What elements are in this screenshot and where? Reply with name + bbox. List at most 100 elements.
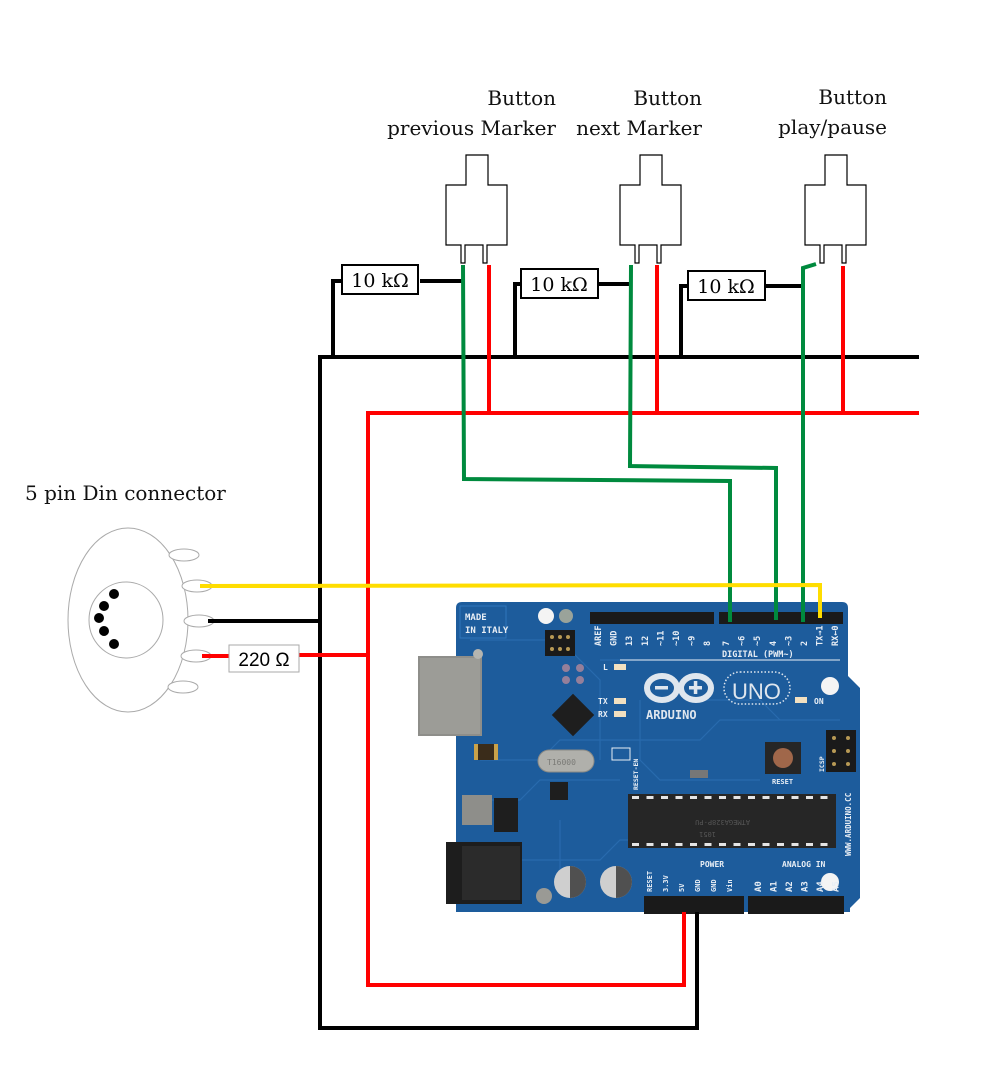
push-button-2[interactable]: [619, 154, 682, 264]
din-connector: [67, 527, 215, 713]
led-on: [795, 697, 807, 703]
din-connector-label: 5 pin Din connector: [25, 481, 226, 505]
digital-pin-label: 4: [769, 641, 779, 646]
made-in-italy-frame: [459, 605, 507, 639]
mounting-post: [559, 609, 573, 623]
power-bus-wire: [366, 411, 919, 987]
power-pin-label: 3.3V: [662, 874, 670, 892]
crystal-label: T16000: [547, 758, 576, 767]
resistor-1-label: 10 kΩ: [351, 270, 408, 292]
digital-pin-label: ~11: [656, 631, 666, 646]
power-pin-label: RESET: [646, 871, 654, 892]
push-button-3[interactable]: [804, 154, 867, 264]
small-ic: [550, 782, 568, 800]
din-pin: [99, 626, 109, 636]
button2-signal-wire: [627, 264, 778, 620]
din-pin: [99, 601, 109, 611]
din-pin: [94, 613, 104, 623]
digital-label: DIGITAL (PWM~): [722, 650, 794, 660]
chip-code: 1051: [699, 830, 716, 838]
resistor-220: 220 Ω: [228, 644, 300, 673]
button-play-subtitle: play/pause: [778, 115, 887, 139]
resistor2-ground-wire: [513, 282, 522, 357]
icsp-label: ICSP: [818, 756, 826, 772]
atmega-chip: ATMEGA328P-PU 1051: [628, 794, 836, 848]
analog-pin-label: A2: [785, 881, 795, 892]
power-pin-label: GND: [710, 879, 718, 892]
reset-button[interactable]: RESET: [765, 742, 801, 786]
push-button-1[interactable]: [445, 154, 508, 264]
brand-label: ARDUINO: [646, 708, 697, 722]
buttons: [445, 154, 867, 264]
status-leds: L TX RX ON: [598, 663, 824, 719]
resistor3-ground-wire: [679, 284, 689, 357]
italy-label: IN ITALY: [465, 626, 509, 636]
din-pin: [109, 589, 119, 599]
digital-pin-label: 8: [703, 641, 713, 646]
reset-en-label: RESET-EN: [632, 759, 640, 790]
analog-pin-label: A0: [754, 881, 764, 892]
digital-pin-label: 12: [641, 636, 651, 646]
digital-pin-label: AREF: [594, 626, 604, 646]
power-pin-label: GND: [694, 879, 702, 892]
led-on-label: ON: [814, 697, 824, 706]
analog-pin-label: A3: [801, 881, 811, 892]
capacitor: [600, 866, 632, 898]
button-previous-subtitle: previous Marker: [387, 116, 556, 140]
button-body[interactable]: [804, 154, 867, 264]
digital-pin-label: ~10: [672, 631, 682, 646]
analog-pin-label: A5: [832, 881, 842, 892]
model-label: UNO: [732, 679, 781, 704]
crystal-oscillator: [537, 749, 595, 773]
led-rx-label: RX: [598, 710, 608, 719]
digital-pin-label: ~9: [688, 636, 698, 646]
regulator-tab: [462, 795, 492, 825]
analog-pin-label: A4: [816, 881, 826, 892]
led-l: [614, 664, 626, 670]
digital-pin-label: ~6: [738, 636, 748, 646]
mounting-hole: [538, 608, 554, 624]
resistor-2-label: 10 kΩ: [530, 274, 587, 296]
button-previous-title: Button: [487, 86, 556, 110]
digital-pin-label: 2: [800, 641, 810, 646]
button1-signal-wire: [461, 264, 732, 622]
din-pin: [109, 639, 119, 649]
reset-en-jumper: [611, 747, 631, 761]
made-in-label: MADE: [465, 613, 487, 623]
digital-pin-label: RX←0: [831, 626, 841, 646]
digital-pin-label: 7: [722, 641, 732, 646]
led-tx-label: TX: [598, 697, 608, 706]
power-label: POWER: [700, 860, 724, 869]
arduino-logo: ARDUINO: [644, 673, 714, 722]
digital-pin-label: ~3: [784, 636, 794, 646]
resistor1-ground-wire: [331, 279, 343, 357]
button3-signal-wire: [801, 262, 817, 622]
resistor-220-label: 220 Ω: [238, 650, 289, 671]
button-next-title: Button: [633, 86, 702, 110]
digital-pin-label: TX→1: [816, 626, 826, 646]
digital-pin-label: GND: [610, 631, 620, 646]
power-header: [644, 896, 744, 914]
ground-bus-wire: [318, 355, 919, 1030]
button-body[interactable]: [619, 154, 682, 264]
din-tab: [167, 680, 199, 694]
resistor-2: 10 kΩ: [520, 268, 599, 299]
analog-label: ANALOG IN: [782, 860, 826, 869]
led-rx: [614, 711, 626, 717]
chip-label: ATMEGA328P-PU: [695, 818, 750, 826]
capacitor: [554, 866, 586, 898]
url-label: WWW.ARDUINO.CC: [844, 793, 853, 856]
voltage-regulator: [494, 798, 518, 832]
resistor-1: 10 kΩ: [341, 264, 419, 295]
button-body[interactable]: [445, 154, 508, 264]
resistor-3: 10 kΩ: [687, 270, 766, 301]
power-pin-label: Vin: [726, 879, 734, 892]
mounting-hole: [821, 677, 839, 695]
button-play-title: Button: [818, 85, 887, 109]
led-tx: [614, 698, 626, 704]
digital-pin-label: 13: [625, 636, 635, 646]
midi-tx-wire: [199, 582, 822, 618]
